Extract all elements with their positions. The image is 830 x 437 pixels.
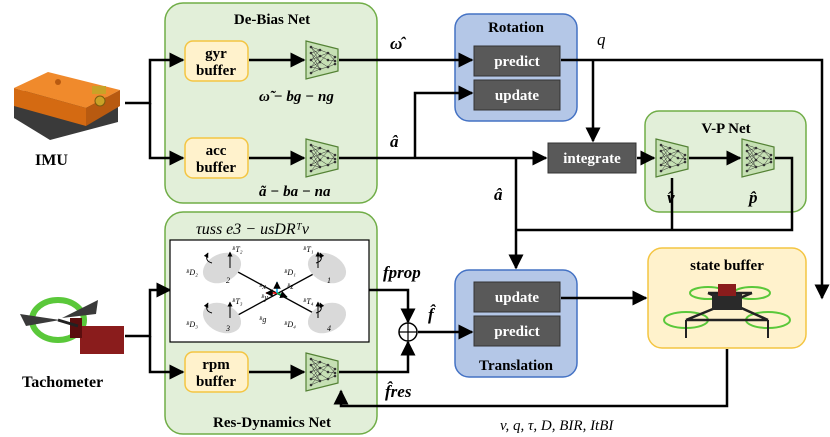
f-prop-label: fprop	[383, 263, 421, 282]
thrust-t3-label: ᴮT₃	[232, 297, 243, 306]
state-buffer-title: state buffer	[690, 258, 764, 274]
a-hat-label-top: â	[390, 132, 399, 151]
feedback-state-label: v, q, τ, D, BIR, ItBI	[500, 418, 614, 434]
vp-net-title: V-P Net	[701, 121, 750, 137]
rpm-buffer-line2: buffer	[196, 374, 236, 390]
axis-z-label: ᴮz	[287, 282, 294, 291]
axis-x-label: ᴮx	[259, 282, 266, 291]
rotation-update-label: update	[495, 88, 540, 104]
imu-device-icon	[14, 72, 120, 140]
thrust-t2-label: ᴮT₂	[232, 245, 243, 254]
rotor-4-number: 4	[327, 324, 331, 333]
rotor-3	[202, 302, 242, 334]
acc-debias-expression: ã − ba − na	[259, 184, 331, 200]
quadrotor-image	[663, 284, 791, 338]
thrust-t1-label: ᴮT₁	[303, 245, 314, 254]
omega-debias-expression: ω̃ − bg − ng	[259, 89, 334, 105]
resdyn-equation: τuss e3 − usDRᵀv	[196, 221, 310, 238]
rotor-3-number: 3	[225, 324, 230, 333]
f-res-label: f̂res	[385, 381, 412, 401]
translation-update-block	[473, 281, 561, 313]
acc-buffer-line1: acc	[206, 143, 227, 159]
q-label: q	[597, 30, 606, 49]
acc-buffer-line2: buffer	[196, 160, 236, 176]
translation-update-label: update	[495, 290, 540, 306]
gyr-buffer	[184, 40, 249, 82]
rotation-title: Rotation	[488, 20, 544, 36]
rotor-2-number: 2	[226, 276, 230, 285]
translation-title: Translation	[479, 358, 554, 374]
quadrotor-diagram: ᴮT₂ ᴮT₁ ᴮT₃ ᴮT₄ ᴮD₂ ᴮD₁ ᴮD₃ ᴮD₄ 2 1 3 4 …	[169, 239, 370, 343]
thrust-t4-label: ᴮT₄	[303, 297, 314, 306]
rotor-4	[307, 302, 347, 334]
rotor-2	[202, 252, 242, 284]
rotation-update-block	[473, 79, 561, 111]
integrate-label: integrate	[563, 151, 621, 167]
tachometer-label: Tachometer	[22, 374, 103, 391]
drag-d4-label: ᴮD₄	[284, 320, 296, 329]
v-hat-label: v̂	[667, 188, 675, 207]
rotation-predict-block	[473, 45, 561, 77]
body-y-axis	[276, 291, 288, 298]
translation-predict-block	[473, 315, 561, 347]
translation-predict-label: predict	[494, 324, 540, 340]
integrate-block	[547, 142, 637, 174]
debias-net-title: De-Bias Net	[234, 12, 310, 28]
drag-d3-label: ᴮD₃	[186, 320, 198, 329]
rotor-1-number: 1	[327, 276, 331, 285]
gyr-buffer-line2: buffer	[196, 63, 236, 79]
gyr-buffer-line1: gyr	[205, 46, 227, 62]
a-hat-label-mid: â	[494, 185, 503, 204]
sum-plus-icon	[399, 323, 417, 341]
acc-buffer	[184, 137, 249, 179]
rotor-1	[307, 252, 347, 284]
p-hat-label: p̂	[747, 188, 758, 207]
imu-label: IMU	[35, 152, 68, 169]
omega-hat-label: ω̂	[390, 34, 406, 53]
rpm-buffer-line1: rpm	[202, 357, 230, 373]
axis-y-label: ᴮy	[261, 293, 268, 302]
drag-d1-label: ᴮD₁	[284, 268, 296, 277]
rotation-predict-label: predict	[494, 54, 540, 70]
gravity-label: ᴮg	[259, 315, 266, 324]
drag-d2-label: ᴮD₂	[186, 268, 198, 277]
f-hat-label: f̂	[428, 304, 436, 324]
resdyn-net-title: Res-Dynamics Net	[213, 415, 331, 431]
rpm-buffer	[184, 351, 249, 393]
tachometer-icon	[20, 297, 124, 354]
